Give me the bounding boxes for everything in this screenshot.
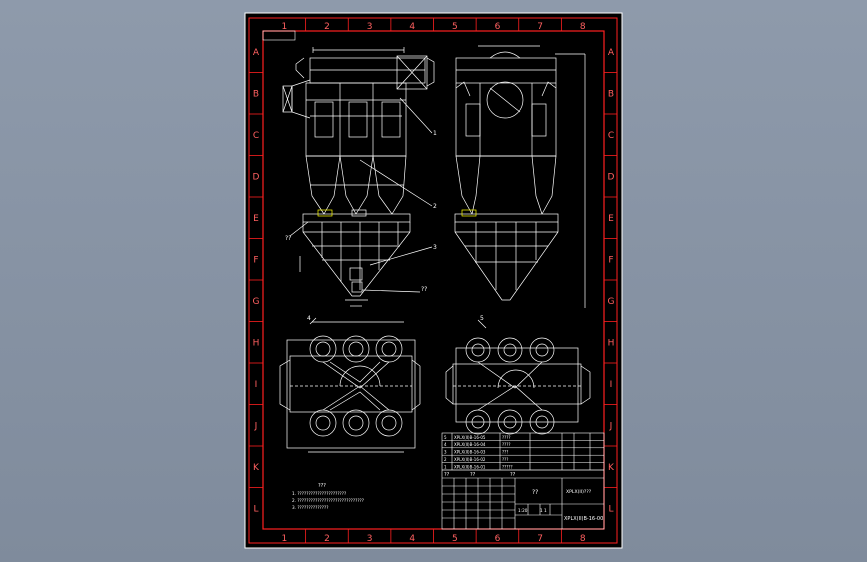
title-block-rows: 5 XPLX(II)B-16-05???? 4 XPLX(II)B-16-04????…	[442, 435, 604, 471]
border-row-I-left: I	[255, 380, 258, 390]
border-row-F-left: F	[253, 255, 258, 265]
border-row-I-right: I	[610, 380, 613, 390]
callout-2: 2	[433, 203, 437, 210]
border-column-5-top: 5	[452, 22, 458, 32]
callout-left: ??	[285, 235, 291, 242]
part-no-4: 4	[444, 442, 447, 447]
border-column-4-bottom: 4	[409, 534, 415, 544]
border-row-E-right: E	[608, 214, 614, 224]
drawing-name: ??	[532, 489, 538, 496]
scale: 1:20	[518, 508, 528, 513]
drawing-number: XPLX(II)B-16-00	[564, 516, 603, 522]
border-row-J-left: J	[254, 421, 258, 431]
part-name-2: ???	[502, 457, 508, 462]
front-elevation-view	[282, 47, 435, 307]
part-name-4: ????	[502, 442, 511, 447]
part-no-3: 3	[444, 450, 447, 455]
border-row-C-right: C	[608, 131, 614, 141]
callout-plan-right: 5	[480, 315, 484, 322]
border-row-G-right: G	[608, 297, 615, 307]
border-column-2-top: 2	[324, 22, 330, 32]
border-row-C-left: C	[253, 131, 259, 141]
top-left-label-box	[262, 30, 296, 41]
side-elevation-view	[454, 45, 586, 308]
sheet-count: 1 1	[540, 508, 547, 513]
border-column-6-top: 6	[495, 22, 501, 32]
border-row-D-left: D	[253, 172, 260, 182]
border-row-B-left: B	[253, 89, 259, 99]
part-no-2: 2	[444, 457, 447, 462]
title-header-no: ??	[444, 472, 450, 478]
part-code-4: XPLX(II)B-16-04	[454, 442, 486, 447]
border-row-D-right: D	[608, 172, 615, 182]
title-block-text: ?? ?? ?? ?? XPLX(II)??? 1:20 1 1 XPLX(II…	[444, 472, 603, 522]
border-row-A-right: A	[608, 48, 615, 58]
border-row-G-left: G	[253, 297, 260, 307]
border-column-7-top: 7	[537, 22, 543, 32]
part-code-3: XPLX(II)B-16-03	[454, 450, 486, 455]
border-row-L-left: L	[253, 504, 258, 514]
border-column-8-top: 8	[580, 22, 586, 32]
border-column-5-bottom: 5	[452, 534, 458, 544]
product-name: XPLX(II)???	[566, 489, 592, 495]
part-code-5: XPLX(II)B-16-05	[454, 435, 486, 440]
part-no-1: 1	[444, 464, 447, 469]
callout-bottom: ??	[421, 286, 427, 293]
plan-view-left	[279, 317, 421, 453]
callout-plan-left: 4	[307, 315, 311, 322]
drawing-sheet	[244, 12, 623, 549]
title-header-code: ??	[470, 472, 476, 478]
plan-view-right	[445, 319, 591, 435]
border-column-6-bottom: 6	[495, 534, 501, 544]
part-name-5: ????	[502, 435, 511, 440]
title-header-name: ??	[510, 472, 516, 478]
part-name-1: ?????	[502, 464, 513, 469]
callout-3: 3	[433, 244, 437, 251]
border-row-H-right: H	[608, 338, 615, 348]
border-column-3-top: 3	[367, 22, 373, 32]
border-column-3-bottom: 3	[367, 534, 373, 544]
notes-line-2: 2. ??????????????????????????????	[292, 498, 364, 503]
border-row-A-left: A	[253, 48, 260, 58]
border-row-B-right: B	[608, 89, 614, 99]
border-column-2-bottom: 2	[324, 534, 330, 544]
border-row-J-right: J	[609, 421, 613, 431]
part-code-1: XPLX(II)B-16-01	[454, 464, 486, 469]
part-code-2: XPLX(II)B-16-02	[454, 457, 486, 462]
border-column-1-bottom: 1	[281, 534, 287, 544]
border-row-E-left: E	[253, 214, 259, 224]
border-row-K-left: K	[253, 463, 260, 473]
border-row-K-right: K	[608, 463, 615, 473]
technical-notes: ??? 1. ?????????????????????? 2. ???????…	[292, 483, 364, 510]
notes-line-1: 1. ??????????????????????	[292, 491, 346, 496]
border-column-7-bottom: 7	[537, 534, 543, 544]
part-name-3: ???	[502, 450, 508, 455]
part-no-5: 5	[444, 435, 447, 440]
border-row-L-right: L	[608, 504, 613, 514]
notes-title: ???	[318, 483, 326, 489]
border-column-8-bottom: 8	[580, 534, 586, 544]
border-column-1-top: 1	[281, 22, 287, 32]
callout-1: 1	[433, 130, 437, 137]
border-row-F-right: F	[608, 255, 613, 265]
callout-labels: 1 2 3 ?? ?? 4 5	[285, 130, 484, 322]
border-column-4-top: 4	[409, 22, 415, 32]
notes-line-3: 3. ??????????????	[292, 505, 328, 510]
border-row-H-left: H	[253, 338, 260, 348]
